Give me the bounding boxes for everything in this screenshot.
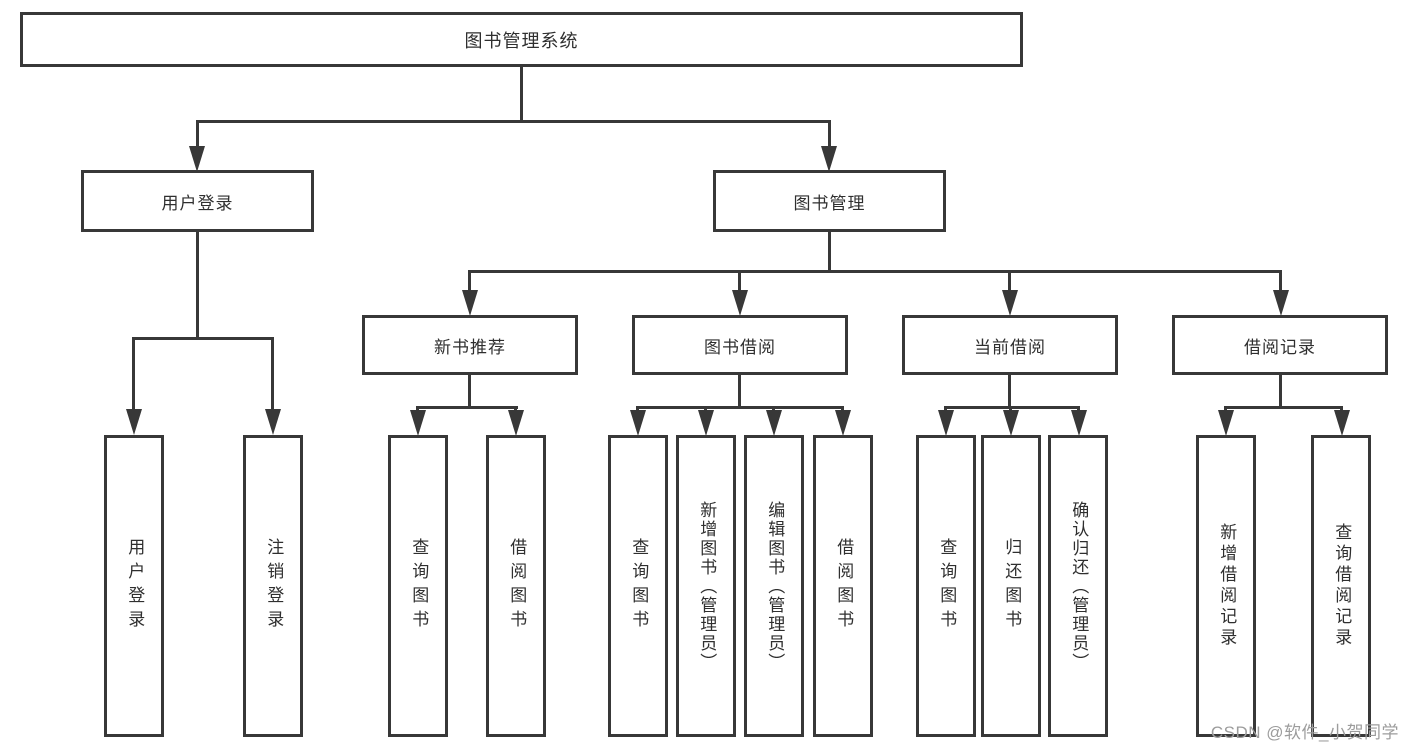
leaf-return-book: 归还图书 xyxy=(981,435,1041,737)
node-label: 当前借阅 xyxy=(974,337,1046,357)
leaf-label: 查询借阅记录 xyxy=(1332,523,1352,649)
leaf-logout: 注销登录 xyxy=(243,435,303,737)
connector-stem xyxy=(1008,375,1011,406)
node-new-book-recommend: 新书推荐 xyxy=(362,315,578,375)
arrow-down-icon xyxy=(265,409,281,435)
arrow-down-icon xyxy=(462,290,478,316)
node-label: 新书推荐 xyxy=(434,337,506,357)
arrow-down-icon xyxy=(766,410,782,436)
leaf-label: 借阅图书 xyxy=(507,538,527,634)
connector-user-login-rail xyxy=(132,337,274,340)
leaf-add-book-admin: 新增图书（管理员） xyxy=(676,435,736,737)
arrow-down-icon xyxy=(1273,290,1289,316)
leaf-label: 查询图书 xyxy=(629,538,649,634)
connector-drop-user-login xyxy=(196,120,199,152)
node-label: 借阅记录 xyxy=(1244,337,1316,357)
node-label: 图书借阅 xyxy=(704,337,776,357)
leaf-borrow-book-2: 借阅图书 xyxy=(813,435,873,737)
leaf-add-borrow-record: 新增借阅记录 xyxy=(1196,435,1256,737)
node-borrow-record: 借阅记录 xyxy=(1172,315,1388,375)
arrow-down-icon xyxy=(1071,410,1087,436)
arrow-down-icon xyxy=(732,290,748,316)
leaf-label: 注销登录 xyxy=(264,538,284,634)
node-book-borrow: 图书借阅 xyxy=(632,315,848,375)
connector-user-login-stem xyxy=(196,232,199,337)
connector-level2-rail xyxy=(196,120,831,123)
leaf-label: 新增借阅记录 xyxy=(1217,523,1237,649)
node-root: 图书管理系统 xyxy=(20,12,1023,67)
csdn-watermark: CSDN @软件_小贺同学 xyxy=(1210,723,1399,742)
arrow-down-icon xyxy=(1002,290,1018,316)
arrow-down-icon xyxy=(698,410,714,436)
leaf-label: 借阅图书 xyxy=(834,538,854,634)
connector-drop xyxy=(1008,270,1011,294)
leaf-label: 新增图书（管理员） xyxy=(697,500,717,672)
arrow-down-icon xyxy=(410,410,426,436)
leaf-borrow-book-1: 借阅图书 xyxy=(486,435,546,737)
connector-drop xyxy=(132,337,135,413)
arrow-down-icon xyxy=(1218,410,1234,436)
leaf-label: 用户登录 xyxy=(125,538,145,634)
arrow-down-icon xyxy=(189,146,205,172)
arrow-down-icon xyxy=(1003,410,1019,436)
arrow-down-icon xyxy=(126,409,142,435)
arrow-down-icon xyxy=(630,410,646,436)
node-user-login: 用户登录 xyxy=(81,170,314,232)
connector-stem xyxy=(738,375,741,406)
connector-drop xyxy=(271,337,274,413)
arrow-down-icon xyxy=(508,410,524,436)
leaf-label: 编辑图书（管理员） xyxy=(765,500,785,672)
leaf-user-login: 用户登录 xyxy=(104,435,164,737)
leaf-label: 查询图书 xyxy=(409,538,429,634)
connector-stem xyxy=(468,375,471,406)
connector-rail xyxy=(416,406,518,409)
connector-drop xyxy=(468,270,471,294)
node-current-borrow: 当前借阅 xyxy=(902,315,1118,375)
arrow-down-icon xyxy=(835,410,851,436)
connector-root-stem xyxy=(520,67,523,120)
node-label: 用户登录 xyxy=(161,193,234,213)
connector-drop xyxy=(1279,270,1282,294)
leaf-label: 查询图书 xyxy=(937,538,957,634)
leaf-edit-book-admin: 编辑图书（管理员） xyxy=(744,435,804,737)
leaf-query-book-1: 查询图书 xyxy=(388,435,448,737)
node-book-management: 图书管理 xyxy=(713,170,946,232)
leaf-query-borrow-record: 查询借阅记录 xyxy=(1311,435,1371,737)
leaf-confirm-return-admin: 确认归还（管理员） xyxy=(1048,435,1108,737)
connector-drop xyxy=(738,270,741,294)
node-label: 图书管理 xyxy=(793,193,866,213)
arrow-down-icon xyxy=(1334,410,1350,436)
connector-rail xyxy=(636,406,844,409)
leaf-query-book-2: 查询图书 xyxy=(608,435,668,737)
arrow-down-icon xyxy=(821,146,837,172)
node-root-label: 图书管理系统 xyxy=(464,30,579,51)
connector-stem xyxy=(1279,375,1282,406)
leaf-query-book-3: 查询图书 xyxy=(916,435,976,737)
connector-book-mgmt-stem xyxy=(828,232,831,270)
leaf-label: 归还图书 xyxy=(1002,538,1022,634)
connector-drop-book-mgmt xyxy=(828,120,831,152)
connector-rail xyxy=(1224,406,1343,409)
connector-rail xyxy=(944,406,1080,409)
connector-level3-rail xyxy=(468,270,1282,273)
arrow-down-icon xyxy=(938,410,954,436)
leaf-label: 确认归还（管理员） xyxy=(1069,500,1089,672)
